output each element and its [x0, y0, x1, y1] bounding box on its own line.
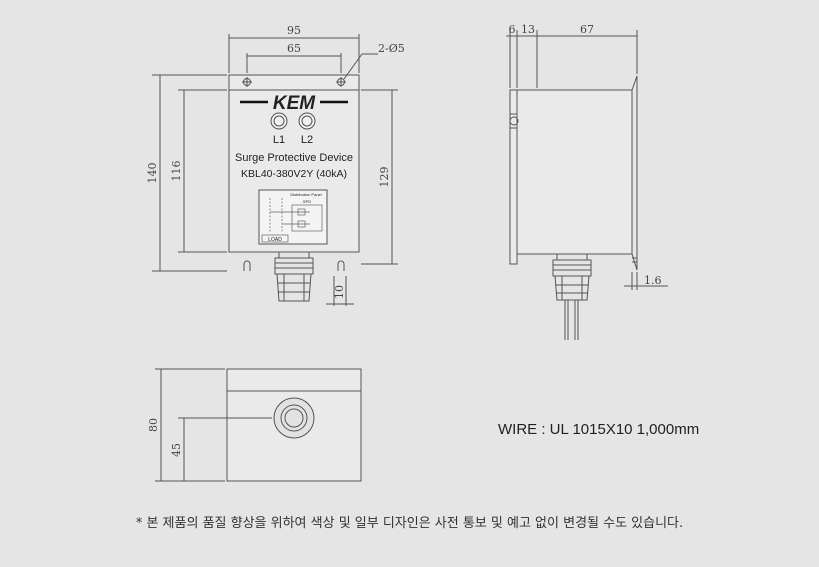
side-enclosure: [516, 89, 633, 255]
indicator-label-l2: L2: [301, 134, 313, 146]
indicator-lamp-l1-icon: [270, 112, 288, 130]
dim-thickness: 1.6: [644, 274, 662, 287]
dim-center-height: 45: [170, 443, 183, 457]
side-back-plate: [631, 75, 638, 271]
wire-leads: [564, 300, 579, 340]
wire-spec-note: WIRE : UL 1015X10 1,000mm: [498, 421, 700, 438]
mount-hole-left-icon: [242, 77, 252, 87]
hole-leader-line: [343, 53, 363, 80]
front-view: KEM L1 L2 Surge Protective Device KBL40-…: [146, 24, 405, 306]
bottom-tab-left-icon: [243, 260, 251, 271]
disclaimer-footnote: * 본 제품의 품질 향상을 위하여 색상 및 일부 디자인은 사전 통보 및 …: [135, 516, 684, 531]
wiring-diagram: Distribution Panel SPD LOAD: [258, 189, 328, 245]
brand-logo: KEM: [273, 93, 316, 114]
dim-body-height: 129: [378, 167, 391, 188]
dim-hole-callout: 2-Ø5: [378, 42, 405, 55]
side-mount-plate: [509, 89, 518, 265]
dim-hole-spacing: 65: [287, 42, 301, 55]
cable-gland: [274, 251, 314, 302]
product-name: Surge Protective Device: [235, 152, 353, 164]
dim-inner-height: 116: [170, 161, 183, 182]
wiring-panel-title: Distribution Panel: [290, 192, 321, 197]
dim-offset: 13: [521, 23, 535, 36]
bottom-tab-right-icon: [337, 260, 345, 271]
wiring-load-label: LOAD: [268, 237, 282, 243]
dim-gland-offset: 10: [333, 285, 346, 299]
dim-depth: 67: [580, 23, 594, 36]
dim-bottom-height: 80: [147, 418, 160, 432]
wiring-spd-label: SPD: [303, 199, 311, 204]
indicator-label-l1: L1: [273, 134, 285, 146]
dim-flange: 6: [509, 23, 516, 36]
mount-hole-right-icon: [336, 77, 346, 87]
indicator-lamp-l2-icon: [298, 112, 316, 130]
model-number: KBL40-380V2Y (40kA): [241, 168, 347, 180]
dim-height: 140: [146, 163, 159, 184]
side-view: 6 13 67 1.6: [506, 23, 668, 340]
bottom-gland-opening-icon: [273, 397, 315, 439]
dim-width: 95: [287, 24, 301, 37]
bottom-view: 80 45: [147, 368, 362, 482]
side-cable-gland: [552, 253, 592, 301]
